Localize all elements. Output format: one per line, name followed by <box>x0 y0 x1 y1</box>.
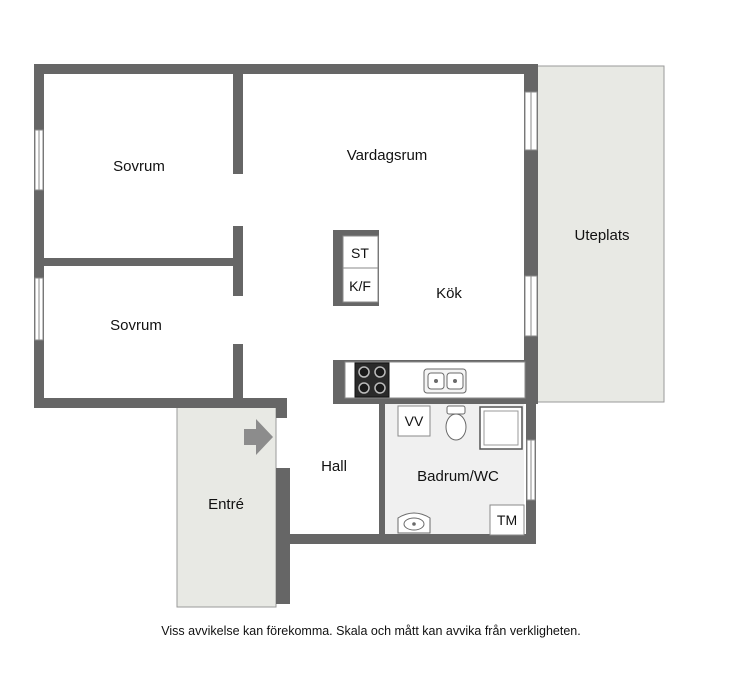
windows <box>34 91 538 501</box>
tm-box <box>489 504 525 536</box>
room-label-entre: Entré <box>208 496 244 513</box>
fixture-label-kf: K/F <box>349 278 371 294</box>
room-label-kok: Kök <box>436 285 462 302</box>
washbasin-icon <box>397 512 431 534</box>
fixture-label-vv: VV <box>405 413 424 429</box>
entry-arrow-icon <box>244 419 273 455</box>
room-label-hall: Hall <box>321 458 347 475</box>
stove-icon <box>354 362 390 398</box>
double-sink-icon <box>423 368 467 394</box>
shower-icon <box>479 406 523 450</box>
disclaimer-text: Viss avvikelse kan förekomma. Skala och … <box>161 624 581 638</box>
room-label-uteplats: Uteplats <box>574 227 629 244</box>
room-label-badrum: Badrum/WC <box>417 468 499 485</box>
fixture-label-tm: TM <box>497 512 517 528</box>
vv-box <box>397 405 431 437</box>
uteplats-area <box>535 65 665 403</box>
toilet-icon <box>445 405 467 441</box>
kf-cabinet <box>342 267 379 303</box>
fixture-label-st: ST <box>351 245 369 261</box>
room-label-sovrum-top: Sovrum <box>113 158 165 175</box>
room-label-sovrum-bottom: Sovrum <box>110 317 162 334</box>
room-label-vardagsrum: Vardagsrum <box>347 147 428 164</box>
